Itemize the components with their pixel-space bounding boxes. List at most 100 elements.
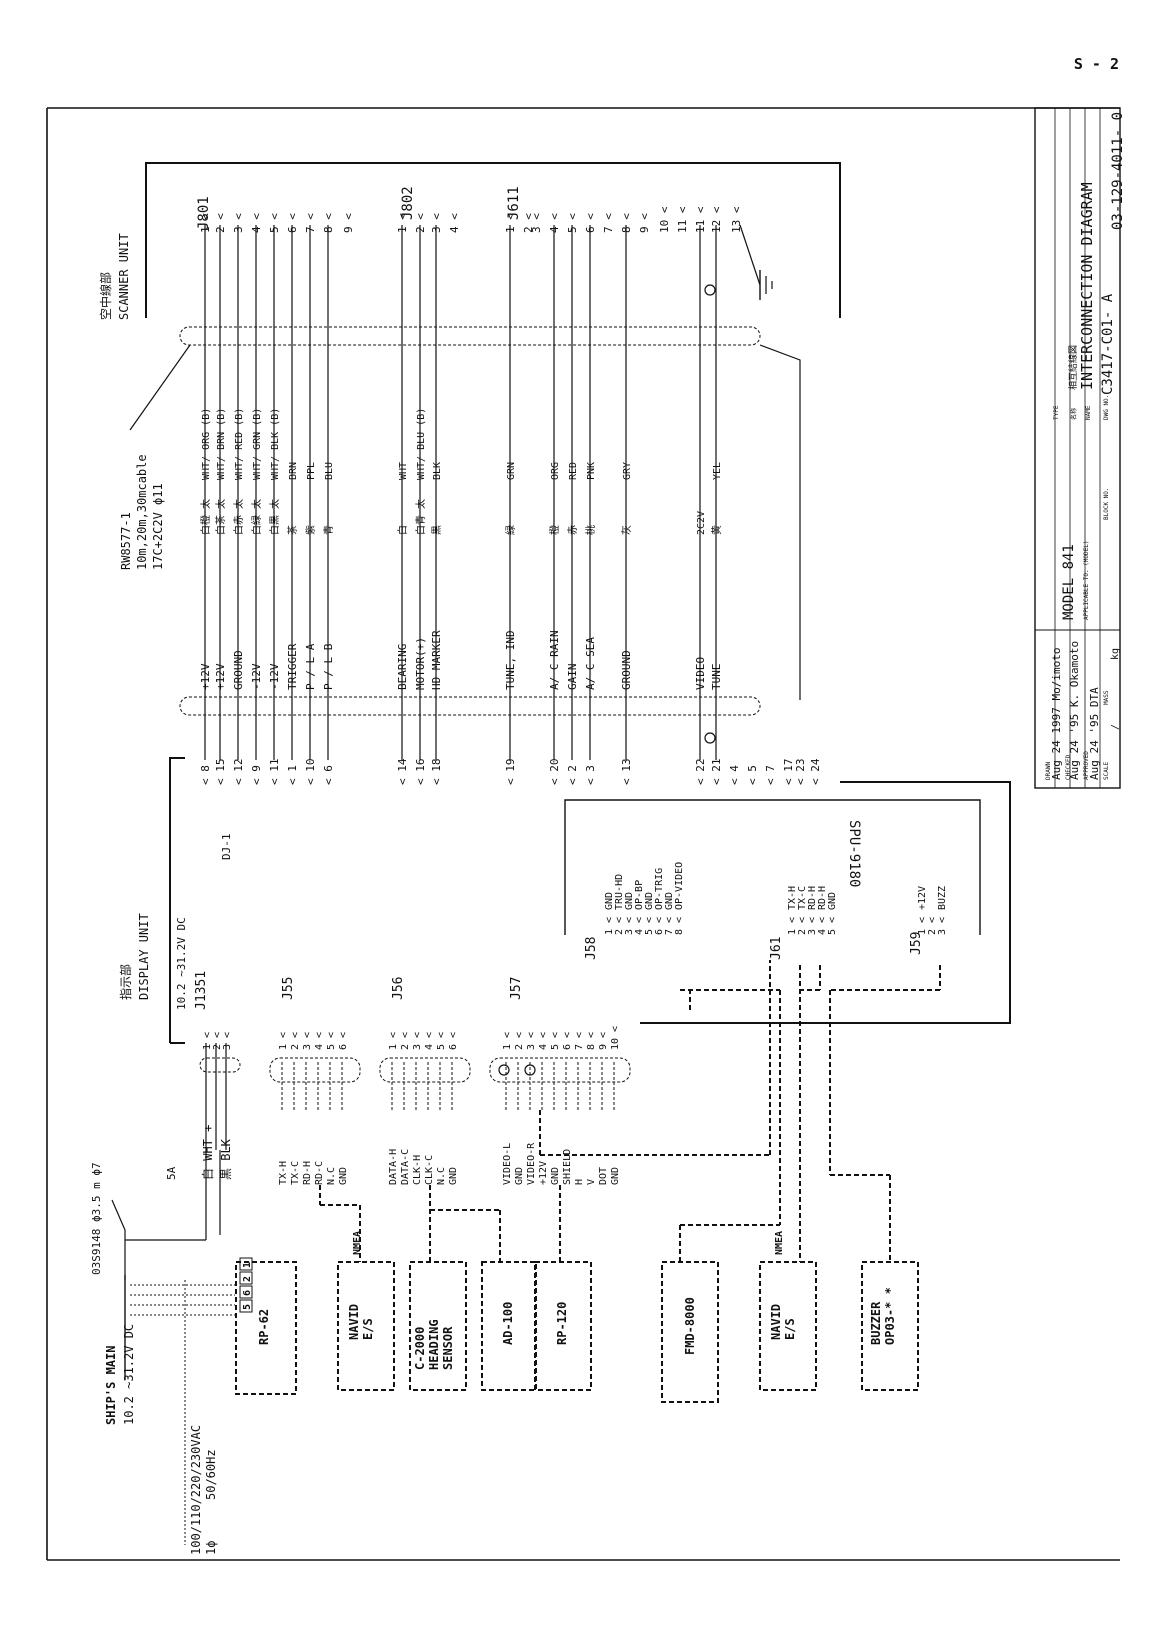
scanner-pin: 6 <: [286, 213, 299, 233]
j57-pin: 5 <: [550, 1032, 561, 1050]
scale-label: SCALE: [1103, 762, 1110, 780]
dj1-pin-number-unused: < 24: [809, 758, 822, 785]
wire-color: WHT/ RED (B): [234, 408, 245, 480]
drawn-signature: Aug 24 1997 Mo/imoto: [1050, 648, 1063, 780]
navid-es-label-2: NAVID: [769, 1304, 783, 1340]
connector-j1351: J1351: [194, 971, 209, 1010]
connector-j611: J611: [506, 186, 522, 220]
connector-j56: J56: [391, 977, 406, 1000]
wire-color: WHT/ ORG (B): [201, 408, 212, 480]
j61-signal: TX-H: [787, 886, 798, 910]
signal-name: GROUND: [620, 650, 633, 690]
j56-signal: CLK-C: [424, 1155, 435, 1185]
drawing-title: INTERCONNECTION DIAGRAM: [1078, 182, 1096, 390]
ad100-label: AD-100: [501, 1302, 515, 1345]
wht-wire-label: 白 WHT +: [200, 1125, 215, 1180]
scanner-pin: 1 <: [199, 213, 212, 233]
j57-pin: 4 <: [538, 1032, 549, 1050]
j58-pin: 2 <: [614, 917, 625, 935]
j55-signal: GND: [338, 1167, 349, 1185]
navid-es-label: NAVID: [347, 1304, 361, 1340]
j61-signal: RD-H: [807, 886, 818, 910]
j58-signal: OP-VIDEO: [674, 862, 685, 910]
connector-j55: J55: [281, 977, 296, 1000]
j57-signal: SHIELD: [562, 1149, 573, 1185]
scanner-pin-unused: 4 <: [448, 213, 461, 233]
dj1-pin-number-unused: < 23: [794, 759, 807, 786]
spu-label: SPU-9180: [846, 820, 862, 887]
j57-pin: 8 <: [586, 1032, 597, 1050]
wire-color: RED: [568, 462, 579, 480]
scanner-pin-unused: 2 <: [522, 213, 535, 233]
ac-phase: 1ϕ: [204, 1541, 218, 1555]
j61-pin: 5 <: [827, 917, 838, 935]
dj1-pin-number: < 9: [250, 765, 263, 785]
name-jp-label: 名称: [1070, 408, 1078, 420]
scanner-pin: 7 <: [304, 213, 317, 233]
j58-pin: 8 <: [674, 917, 685, 935]
dj1-pin-number: < 11: [268, 759, 281, 786]
rp62-pin: 6: [242, 1290, 253, 1296]
applicable-to-label: APPLICABLE TO: (MODEL): [1083, 541, 1090, 620]
cable-shields: [179, 326, 761, 1083]
signal-name: TUNE, IND: [504, 630, 517, 690]
j58-signal: GND: [644, 892, 655, 910]
wire-color-jp: 白橙 太: [199, 499, 212, 535]
dj1-pin-number: < 2: [566, 765, 579, 785]
j57-signal: GND: [550, 1167, 561, 1185]
j61-pin: 1 <: [787, 917, 798, 935]
wire-color: WHT/ BRN (B): [216, 408, 227, 480]
dj1-pin-number: < 10: [304, 759, 317, 786]
j55-signal: N.C: [326, 1167, 337, 1185]
scanner-pin: 12 <: [710, 206, 723, 233]
j58-signal: OP-TRIG: [654, 868, 665, 910]
dj1-label: DJ-1: [220, 834, 233, 861]
wire-color-jp: 白: [396, 525, 409, 535]
j59-pin: 3 <: [937, 917, 948, 935]
j61-signal: RD-H: [817, 886, 828, 910]
spu-box: [564, 799, 981, 935]
j61-pin: 2 <: [797, 917, 808, 935]
display-unit-label-jp: 指示部: [118, 964, 133, 1000]
signal-name: BEARING: [396, 644, 409, 690]
dwg-no: C3417-C01- A: [1100, 293, 1116, 395]
approved-signature: Aug 24 '95 DTA: [1088, 687, 1101, 780]
wire-color-jp: 赤: [567, 525, 579, 535]
rp120-label: RP-120: [555, 1302, 569, 1345]
wire-color: YEL: [712, 462, 723, 480]
j61-signal: GND: [827, 892, 838, 910]
wire-color-jp: 橙: [548, 525, 561, 535]
rp120-box: [534, 1261, 592, 1391]
checked-signature: Aug 24 '95 K. Okamoto: [1068, 641, 1081, 780]
wire-color: WHT/ GRN (B): [252, 408, 263, 480]
signal-name: VIDEO: [694, 657, 707, 690]
name-label: NAME: [1085, 405, 1092, 420]
rp62-pin: 5: [242, 1304, 253, 1310]
signal-name: P / L A: [304, 643, 317, 690]
j56-signal: N.C: [436, 1167, 447, 1185]
ad100-box: [481, 1261, 537, 1391]
signal-name: A/ C SEA: [584, 637, 597, 690]
name-jp: 相互結線図: [1067, 345, 1079, 390]
j57-pin: 1 <: [502, 1032, 513, 1050]
scanner-pin: 5 <: [566, 213, 579, 233]
scanner-pin-unused: 13 <: [730, 206, 743, 233]
j1351-pin: 3 <: [222, 1032, 233, 1050]
dj1-pin-number: < 3: [584, 765, 597, 785]
signal-name: MOTOR(+): [414, 637, 427, 690]
j57-signal: DOT: [598, 1167, 609, 1185]
j57-pin: 6 <: [562, 1032, 573, 1050]
signal-name: +12V: [199, 663, 212, 690]
scanner-pin-unused: 7 <: [602, 213, 615, 233]
dj1-pin-number: < 12: [232, 759, 245, 786]
dj1-pin-number: < 22: [694, 759, 707, 786]
cable-pointer-arrow: [129, 344, 191, 431]
buzzer-label: OP03-* *: [883, 1287, 897, 1345]
